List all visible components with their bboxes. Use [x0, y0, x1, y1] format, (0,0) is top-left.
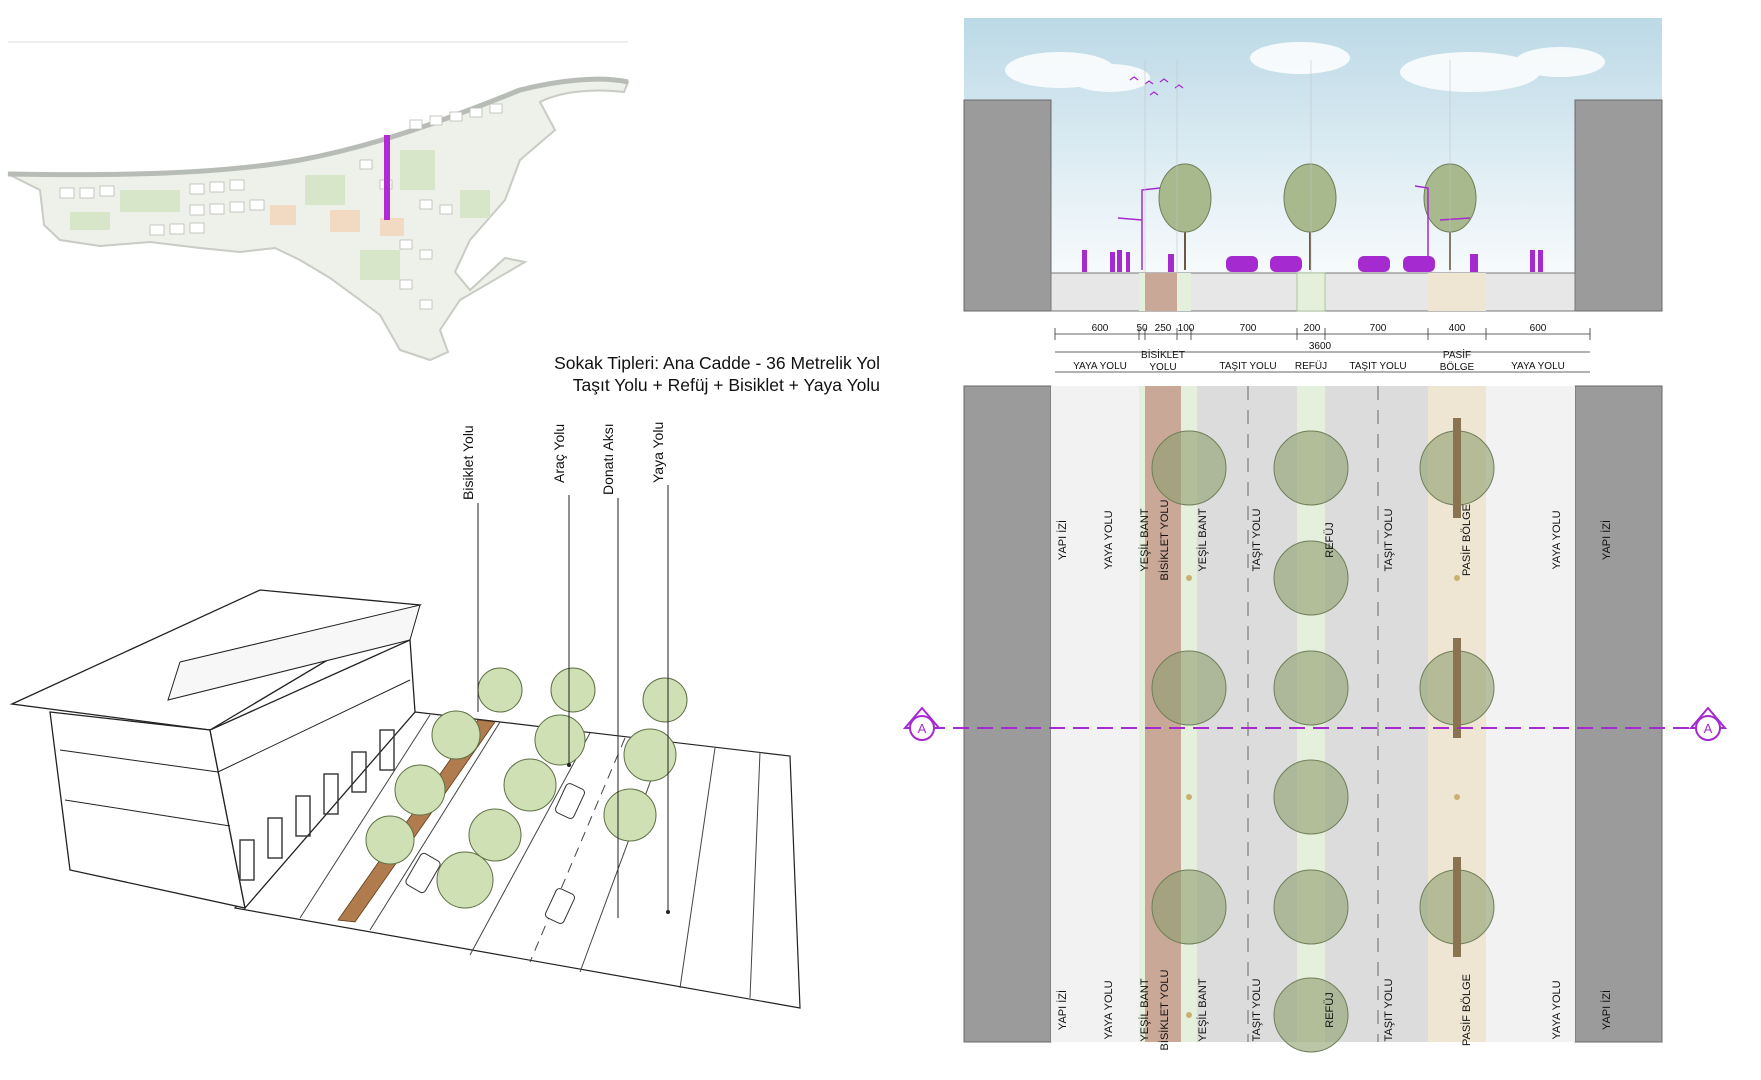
plan-strip-label: YAYA YOLU	[1103, 980, 1115, 1039]
plan-strip-label: YAYA YOLU	[1103, 510, 1115, 569]
plan-strip-label: YEŞİL BANT	[1196, 508, 1209, 571]
building-footprint-label: YAPI İZİ	[1600, 520, 1613, 560]
plan-strip-label: YAYA YOLU	[1551, 510, 1563, 569]
plan-strip-label: BİSİKLET YOLU	[1158, 499, 1171, 580]
dimension-label: 250	[1155, 323, 1172, 334]
section-figures	[1082, 250, 1543, 272]
plan-strip-label: YEŞİL BANT	[1138, 508, 1151, 571]
perspective-view: Bisiklet Yolu Araç Yolu Donatı Aksı Yaya…	[9, 422, 801, 1009]
plan-strip-label: BİSİKLET YOLU	[1158, 969, 1171, 1050]
plan-strip-label: REFÜJ	[1324, 992, 1336, 1027]
heading-line-1: Sokak Tipleri: Ana Cadde - 36 Metrelik Y…	[554, 353, 880, 373]
plan-building-right	[1574, 385, 1663, 1043]
callout-bike-lane: Bisiklet Yolu	[460, 425, 476, 500]
callout-amenity-axis: Donatı Aksı	[600, 423, 616, 495]
dimension-label: 100	[1178, 323, 1195, 334]
section-dimension-line	[1054, 328, 1591, 373]
zone-label: TAŞIT YOLU	[1219, 361, 1276, 372]
section-median	[1296, 272, 1326, 312]
building-footprint-label: YAPI İZİ	[1056, 990, 1069, 1030]
section-building-right	[1574, 99, 1663, 312]
zone-label: YAYA YOLU	[1511, 361, 1565, 372]
plan-strip-label: TAŞIT YOLU	[1251, 978, 1263, 1041]
dimension-label: 200	[1304, 323, 1321, 334]
plan-strip-label: TAŞIT YOLU	[1383, 508, 1395, 571]
plan-benches	[1453, 418, 1461, 957]
zone-label: TAŞIT YOLU	[1349, 361, 1406, 372]
plan-sidewalk-right	[1486, 386, 1575, 1042]
callout-lines	[477, 485, 669, 918]
section-marker-left	[902, 706, 942, 741]
section-passive-zone	[1428, 273, 1486, 311]
dimension-label: 400	[1449, 323, 1466, 334]
plan-lane-dashes	[1247, 386, 1379, 1042]
street-plan: A A	[902, 385, 1728, 1053]
section-dimension-labels: 600 50 250 100 700 200 700 400 600	[1092, 323, 1547, 334]
dimension-label: 50	[1136, 323, 1148, 334]
masterplan-map	[7, 41, 630, 362]
section-lamps	[1117, 185, 1471, 270]
street-type-heading: Sokak Tipleri: Ana Cadde - 36 Metrelik Y…	[520, 352, 880, 396]
plan-strip-labels: YAPI İZİ YAPI İZİ YAYA YOLU YEŞİL BANT BİSİK…	[1056, 499, 1613, 1050]
section-building-left	[963, 99, 1052, 312]
zone-label: YAYA YOLU	[1073, 361, 1127, 372]
plan-strip-label: YEŞİL BANT	[1138, 978, 1151, 1041]
dimension-label: 700	[1370, 323, 1387, 334]
callout-vehicle-road: Araç Yolu	[551, 424, 567, 483]
section-clouds	[1005, 42, 1605, 92]
section-total-width: 3600	[1309, 341, 1332, 352]
perspective-cars	[405, 783, 586, 924]
plan-lights	[1186, 575, 1460, 1018]
plan-strip-label: REFÜJ	[1324, 522, 1336, 557]
plan-strip-label: TAŞIT YOLU	[1251, 508, 1263, 571]
plan-green-band-left	[1139, 386, 1145, 1042]
dimension-label: 600	[1092, 323, 1109, 334]
section-marker-label-right: A	[1704, 721, 1713, 736]
building-windows	[239, 729, 395, 881]
plan-building-left	[963, 385, 1052, 1043]
building-footprint-label: YAPI İZİ	[1600, 990, 1613, 1030]
plan-strip-label: PASİF BÖLGE	[1460, 974, 1473, 1046]
section-guides	[1144, 60, 1451, 273]
plan-strip-label: YEŞİL BANT	[1196, 978, 1209, 1041]
section-birds	[1129, 76, 1184, 96]
plan-strip-label: YAYA YOLU	[1551, 980, 1563, 1039]
zone-label: REFÜJ	[1295, 360, 1327, 372]
plan-carriageway-right	[1325, 386, 1428, 1042]
plan-strip-label: PASİF BÖLGE	[1460, 504, 1473, 576]
street-section	[963, 18, 1663, 312]
section-bike-lane	[1145, 273, 1177, 311]
plan-strip-label: TAŞIT YOLU	[1383, 978, 1395, 1041]
plan-sidewalk-left	[1051, 386, 1139, 1042]
building-footprint-label: YAPI İZİ	[1056, 520, 1069, 560]
dimension-label: 600	[1530, 323, 1547, 334]
section-marker-label-left: A	[918, 721, 927, 736]
callout-pedestrian-way: Yaya Yolu	[650, 422, 666, 483]
section-marker-right	[1688, 706, 1728, 741]
heading-line-2: Taşıt Yolu + Refüj + Bisiklet + Yaya Yol…	[572, 375, 880, 395]
dimension-label: 700	[1240, 323, 1257, 334]
perspective-trees	[365, 667, 688, 909]
building-front	[209, 639, 416, 910]
